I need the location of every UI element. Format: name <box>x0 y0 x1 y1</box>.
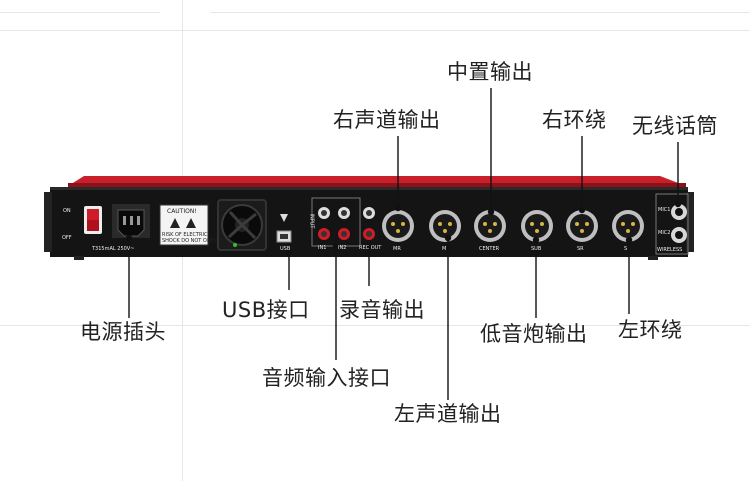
warning-line-1: RISK OF ELECTRIC <box>162 232 208 238</box>
wireless-marking: WIRELESS <box>657 247 683 253</box>
on-marking: ON <box>63 208 71 214</box>
fuse-rating: T315mAL 250V~ <box>92 246 135 252</box>
power-switch <box>87 209 99 220</box>
label-center-output: 中置输出 <box>447 60 533 84</box>
label-right-front-output: 右声道输出 <box>333 108 441 132</box>
rec-out-marking: REC OUT <box>359 245 382 251</box>
caution-text: CAUTION! <box>167 208 197 215</box>
label-audio-input-port: 音频输入接口 <box>262 366 391 390</box>
label-wireless-mic: 无线话筒 <box>632 114 718 138</box>
background-line <box>210 12 750 13</box>
usb-marking: USB <box>280 246 291 252</box>
in1-marking: IN1 <box>318 245 327 251</box>
xlr-sub-marking: SUB <box>531 246 542 252</box>
xlr-sr-marking: SR <box>577 246 584 252</box>
label-usb-port: USB接口 <box>222 298 310 322</box>
xlr-outputs <box>382 210 644 242</box>
xlr-ml-marking: M <box>442 246 447 252</box>
warning-line-2: SHOCK DO NOT OPEN <box>162 238 217 244</box>
xlr-sl-marking: S <box>624 246 628 252</box>
label-subwoofer-output: 低音炮输出 <box>480 322 588 346</box>
background-line <box>0 12 160 13</box>
label-right-surround: 右环绕 <box>542 108 607 132</box>
xlr-mr-marking: MR <box>393 246 401 252</box>
in2-marking: IN2 <box>338 245 347 251</box>
label-record-output: 录音输出 <box>339 298 425 322</box>
off-marking: OFF <box>62 235 72 241</box>
input-group-marking: INPUT <box>308 213 315 229</box>
background-line <box>0 325 750 326</box>
xlr-center-marking: CENTER <box>479 246 500 252</box>
mic1-marking: MIC1 <box>658 207 671 213</box>
label-left-front-output: 左声道输出 <box>394 402 502 426</box>
background-line <box>0 30 750 31</box>
caution-sticker <box>159 204 209 246</box>
label-left-surround: 左环绕 <box>618 318 683 342</box>
mic2-marking: MIC2 <box>658 230 671 236</box>
label-power-socket: 电源插头 <box>80 320 166 344</box>
